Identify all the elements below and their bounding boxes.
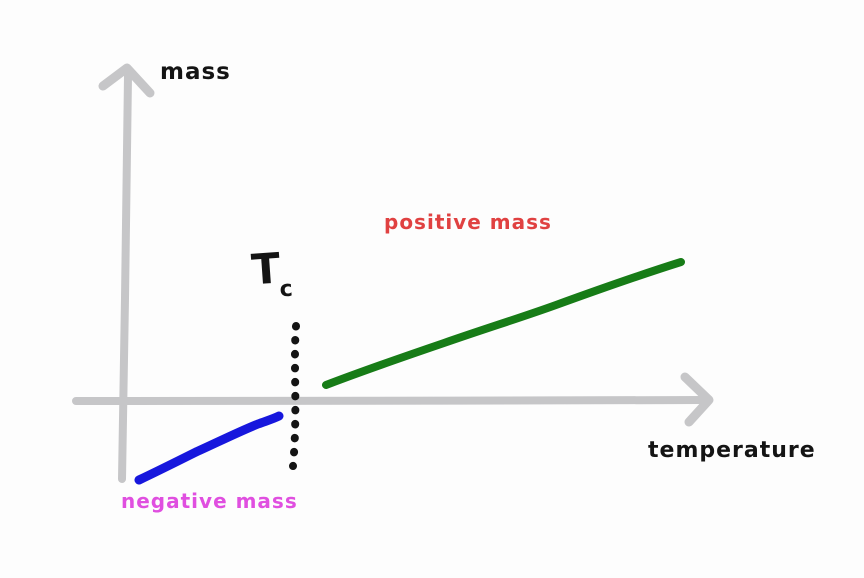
positive-mass-line [322, 258, 685, 389]
x-axis-line [72, 396, 708, 405]
critical-temperature-dotted-line [289, 322, 300, 470]
x-axis-label: temperature [648, 438, 816, 463]
negative-mass-line [134, 411, 284, 485]
y-axis-line [118, 72, 132, 483]
y-axis-label: mass [160, 59, 231, 85]
x-axis-arrowhead-icon [680, 372, 714, 427]
negative-mass-label: negative mass [121, 489, 298, 513]
critical-temperature-label: Tc [250, 243, 294, 304]
y-axis-arrowhead-icon [98, 63, 155, 98]
critical-temperature-subscript: c [278, 276, 294, 303]
critical-temperature-symbol: T [249, 243, 282, 295]
positive-mass-label: positive mass [384, 210, 552, 234]
